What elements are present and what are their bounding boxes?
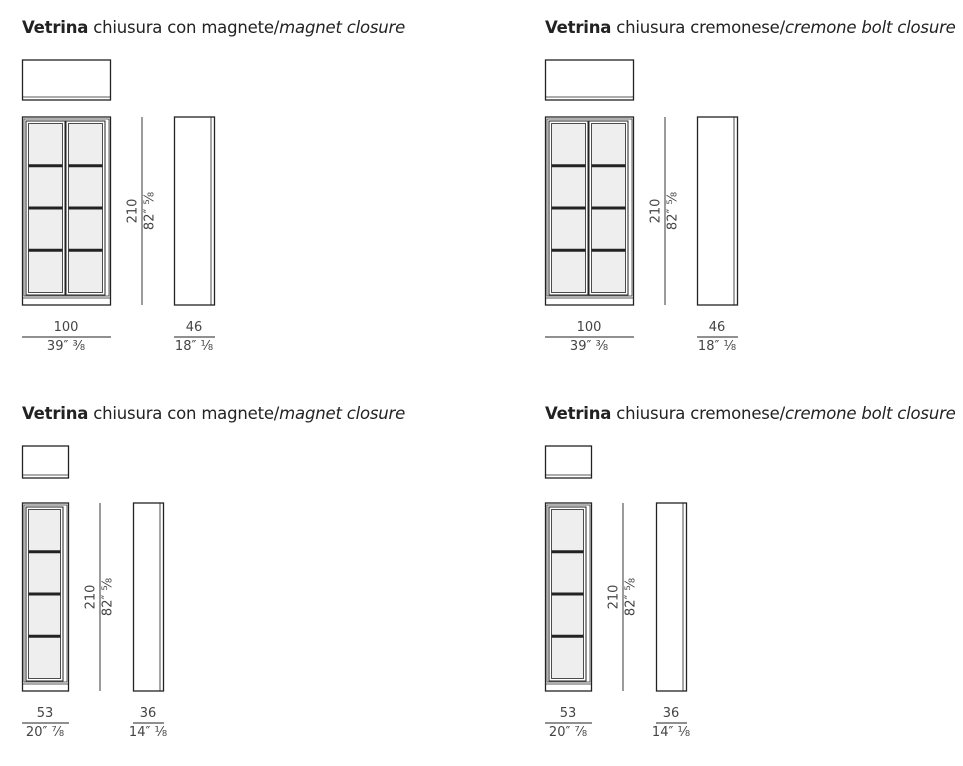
height-cm-label: 210 bbox=[648, 198, 664, 224]
shelf bbox=[68, 164, 103, 168]
side-view bbox=[173, 116, 216, 306]
technical-drawing bbox=[21, 445, 165, 724]
shelf bbox=[591, 206, 626, 210]
title-english: cremone bolt closure bbox=[784, 404, 956, 423]
width-in-label: 39″ ⅜ bbox=[569, 339, 609, 354]
width-cm-label: 53 bbox=[36, 706, 54, 721]
height-cm-label: 210 bbox=[83, 584, 99, 610]
width-cm-label: 100 bbox=[576, 320, 602, 335]
technical-drawing bbox=[544, 445, 688, 724]
title-italian: chiusura cremonese/ bbox=[611, 18, 785, 37]
top-view bbox=[544, 59, 635, 101]
shelf bbox=[28, 248, 63, 252]
shelf bbox=[28, 164, 63, 168]
shelf bbox=[591, 248, 626, 252]
width-in-label: 20″ ⅞ bbox=[548, 725, 588, 740]
drawing-panel: Vetrina chiusura con magnete/magnet clos… bbox=[21, 18, 462, 380]
technical-drawing bbox=[544, 59, 739, 338]
shelf bbox=[551, 206, 586, 210]
side-view bbox=[655, 502, 688, 692]
drawing-panel: Vetrina chiusura cremonese/cremone bolt … bbox=[544, 18, 963, 380]
shelf bbox=[591, 164, 626, 168]
depth-in-label: 14″ ⅛ bbox=[651, 725, 691, 740]
width-cm-label: 100 bbox=[53, 320, 79, 335]
title-italian: chiusura con magnete/ bbox=[88, 404, 280, 423]
title-bold: Vetrina bbox=[22, 18, 89, 37]
height-in-label: 82″ ⅝ bbox=[142, 191, 158, 231]
title-bold: Vetrina bbox=[22, 404, 89, 423]
top-view bbox=[21, 59, 112, 101]
title-english: magnet closure bbox=[279, 404, 406, 423]
height-cm-label: 210 bbox=[606, 584, 622, 610]
shelf bbox=[28, 592, 61, 596]
front-view bbox=[544, 502, 593, 692]
depth-cm-label: 46 bbox=[708, 320, 726, 335]
front-view bbox=[544, 116, 635, 306]
width-in-label: 39″ ⅜ bbox=[46, 339, 86, 354]
depth-in-label: 14″ ⅛ bbox=[128, 725, 168, 740]
depth-in-label: 18″ ⅛ bbox=[174, 339, 214, 354]
depth-cm-label: 46 bbox=[185, 320, 203, 335]
panel-title: Vetrina chiusura con magnete/magnet clos… bbox=[22, 404, 405, 423]
front-view bbox=[21, 502, 70, 692]
side-view bbox=[696, 116, 739, 306]
shelf bbox=[551, 164, 586, 168]
shelf bbox=[28, 550, 61, 554]
panel-title: Vetrina chiusura con magnete/magnet clos… bbox=[22, 18, 405, 37]
shelf bbox=[68, 248, 103, 252]
shelf bbox=[28, 634, 61, 638]
title-bold: Vetrina bbox=[545, 18, 612, 37]
side-view bbox=[132, 502, 165, 692]
title-bold: Vetrina bbox=[545, 404, 612, 423]
shelf bbox=[28, 206, 63, 210]
title-italian: chiusura con magnete/ bbox=[88, 18, 280, 37]
shelf bbox=[551, 592, 584, 596]
height-cm-label: 210 bbox=[125, 198, 141, 224]
panel-title: Vetrina chiusura cremonese/cremone bolt … bbox=[545, 404, 956, 423]
width-cm-label: 53 bbox=[559, 706, 577, 721]
depth-cm-label: 36 bbox=[139, 706, 157, 721]
shelf bbox=[551, 634, 584, 638]
title-english: magnet closure bbox=[279, 18, 406, 37]
shelf bbox=[551, 248, 586, 252]
panel-title: Vetrina chiusura cremonese/cremone bolt … bbox=[545, 18, 956, 37]
height-in-label: 82″ ⅝ bbox=[623, 577, 639, 617]
title-italian: chiusura cremonese/ bbox=[611, 404, 785, 423]
height-in-label: 82″ ⅝ bbox=[100, 577, 116, 617]
depth-in-label: 18″ ⅛ bbox=[697, 339, 737, 354]
depth-cm-label: 36 bbox=[662, 706, 680, 721]
technical-drawing bbox=[21, 59, 216, 338]
front-view bbox=[21, 116, 112, 306]
width-in-label: 20″ ⅞ bbox=[25, 725, 65, 740]
shelf bbox=[551, 550, 584, 554]
height-in-label: 82″ ⅝ bbox=[665, 191, 681, 231]
drawing-panel: Vetrina chiusura cremonese/cremone bolt … bbox=[544, 404, 963, 766]
drawing-panel: Vetrina chiusura con magnete/magnet clos… bbox=[21, 404, 462, 766]
top-view bbox=[544, 445, 593, 479]
title-english: cremone bolt closure bbox=[784, 18, 956, 37]
shelf bbox=[68, 206, 103, 210]
top-view bbox=[21, 445, 70, 479]
